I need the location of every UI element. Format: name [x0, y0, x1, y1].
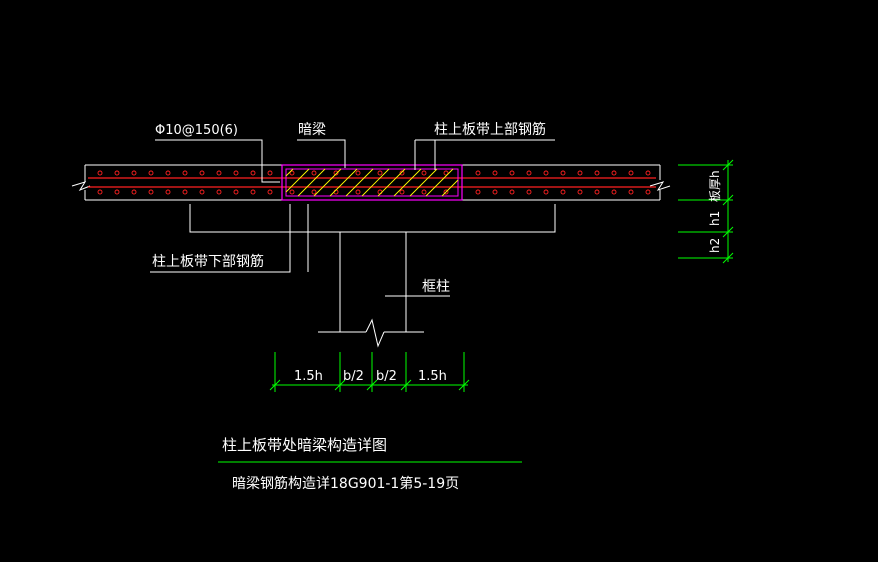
- rebar-dot: [311, 189, 317, 195]
- rebar-dot: [355, 189, 361, 195]
- rebar-dot: [233, 170, 239, 176]
- rebar-dot: [645, 170, 651, 176]
- rebar-dot: [492, 170, 498, 176]
- rebar-dot: [199, 170, 205, 176]
- rebar-dot: [199, 189, 205, 195]
- right-dimension-lines: [678, 159, 734, 264]
- rebar-dot: [289, 189, 295, 195]
- rebar-dot: [645, 189, 651, 195]
- rebar-dot: [97, 170, 103, 176]
- rebar-dot: [399, 170, 405, 176]
- rebar-dot: [250, 170, 256, 176]
- bottom-dimension-lines: [269, 352, 470, 392]
- rebar-dot: [250, 189, 256, 195]
- rebar-dot: [628, 189, 634, 195]
- hidden-beam-label: 暗梁: [298, 122, 326, 138]
- top-rebar-label: 柱上板带上部钢筋: [434, 121, 546, 138]
- rebar-dot: [267, 170, 273, 176]
- rebar-dot: [216, 189, 222, 195]
- hatch-line: [345, 168, 374, 197]
- rebar-dot: [594, 170, 600, 176]
- rebar-dot: [475, 189, 481, 195]
- rebar-dot: [182, 189, 188, 195]
- caption-title: 柱上板带处暗梁构造详图: [222, 436, 387, 454]
- rebar-dot: [114, 189, 120, 195]
- slab-thickness-label: 板厚h: [708, 170, 722, 202]
- beam-hatch: [285, 168, 459, 197]
- rebar-dot: [526, 170, 532, 176]
- dim-label-2: b/2: [343, 369, 364, 384]
- rebar-dot: [526, 189, 532, 195]
- rebar-dot: [148, 189, 154, 195]
- rebar-dot: [216, 170, 222, 176]
- rebar-dot: [182, 170, 188, 176]
- hatch-line: [425, 168, 454, 197]
- hatch-line: [285, 168, 310, 193]
- rebar-dot: [131, 189, 137, 195]
- rebar-dot: [114, 170, 120, 176]
- rebar-dot: [97, 189, 103, 195]
- rebar-dot: [421, 189, 427, 195]
- rebar-dot: [443, 170, 449, 176]
- dim-label-3: b/2: [376, 369, 397, 384]
- hidden-beam: [281, 164, 463, 201]
- rebar-dot: [311, 170, 317, 176]
- hatch-line: [285, 168, 294, 177]
- rebar-dot: [399, 189, 405, 195]
- hatch-line: [377, 168, 406, 197]
- rebar-dot: [543, 189, 549, 195]
- rebar-dot: [543, 170, 549, 176]
- rebar-dot: [611, 170, 617, 176]
- hatch-line: [441, 179, 459, 197]
- rebar-dot: [594, 189, 600, 195]
- h1-label: h1: [708, 211, 722, 226]
- rebar-dot: [560, 189, 566, 195]
- rebar-dot: [628, 170, 634, 176]
- h2-label: h2: [708, 238, 722, 253]
- rebar-dot: [577, 170, 583, 176]
- rebar-dot: [509, 189, 515, 195]
- leader-lines: [150, 139, 556, 297]
- rebar-dot: [492, 189, 498, 195]
- hatch-line: [297, 168, 326, 197]
- rebar-dots: [97, 170, 651, 195]
- bottom-rebar-label: 柱上板带下部钢筋: [152, 253, 264, 270]
- rebar-dot: [560, 170, 566, 176]
- hatch-line: [313, 168, 342, 197]
- rebar-dot: [233, 189, 239, 195]
- rebar-dot: [289, 170, 295, 176]
- rebar-dot: [443, 189, 449, 195]
- rebar-dot: [165, 189, 171, 195]
- hatch-line: [329, 168, 358, 197]
- rebar-dot: [475, 170, 481, 176]
- rebar-dot: [377, 170, 383, 176]
- rebar-dot: [355, 170, 361, 176]
- hatch-line: [361, 168, 390, 197]
- hatch-line: [393, 168, 422, 197]
- stirrup-label: Φ10@150(6): [155, 123, 238, 138]
- rebar-dot: [611, 189, 617, 195]
- column-outline: [318, 232, 424, 348]
- rebar-dot: [577, 189, 583, 195]
- hatch-line: [409, 168, 438, 197]
- caption-subtitle: 暗梁钢筋构造详18G901-1第5-19页: [232, 475, 459, 492]
- rebar-dot: [509, 170, 515, 176]
- column-label: 框柱: [422, 279, 450, 295]
- rebar-dot: [148, 170, 154, 176]
- rebar-dot: [131, 170, 137, 176]
- dim-label-1: 1.5h: [294, 369, 323, 384]
- rebar-dot: [333, 170, 339, 176]
- rebar-dot: [165, 170, 171, 176]
- rebar-dot: [421, 170, 427, 176]
- rebar-dot: [267, 189, 273, 195]
- dim-label-4: 1.5h: [418, 369, 447, 384]
- slab-outline: [71, 164, 671, 201]
